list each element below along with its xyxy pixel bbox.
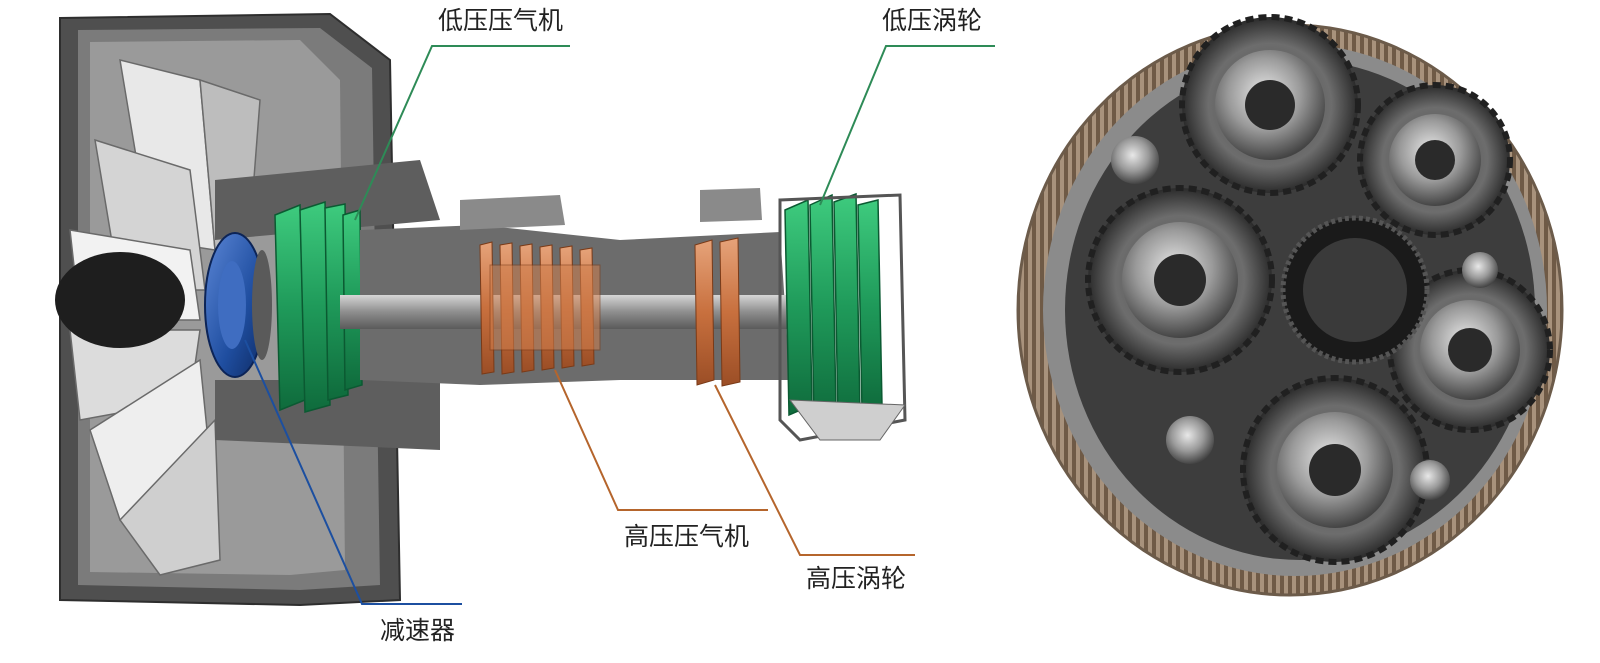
planetary-gearbox-illustration <box>1016 14 1564 597</box>
leader-lines <box>244 45 995 605</box>
turbofan-cutaway <box>55 12 907 607</box>
label-hp-turbine: 高压涡轮 <box>806 564 907 593</box>
leader-lp-turbine <box>819 45 995 206</box>
leader-hp-compressor <box>554 369 768 511</box>
leader-gearbox <box>244 339 462 605</box>
hp-turbine <box>694 237 741 387</box>
reduction-gearbox <box>204 232 272 378</box>
label-gearbox: 减速器 <box>380 616 456 645</box>
hp-compressor <box>479 241 601 375</box>
lp-compressor <box>274 200 363 413</box>
label-lp-turbine: 低压涡轮 <box>882 6 983 35</box>
fan-spinner <box>55 252 185 348</box>
leader-hp-turbine <box>714 384 915 556</box>
planet-gears <box>1085 14 1553 565</box>
label-hp-compressor: 高压压气机 <box>624 522 750 551</box>
sun-gear <box>1280 215 1430 365</box>
label-lp-compressor: 低压压气机 <box>438 6 564 35</box>
leader-lp-compressor <box>354 45 570 221</box>
lp-turbine <box>784 192 883 422</box>
